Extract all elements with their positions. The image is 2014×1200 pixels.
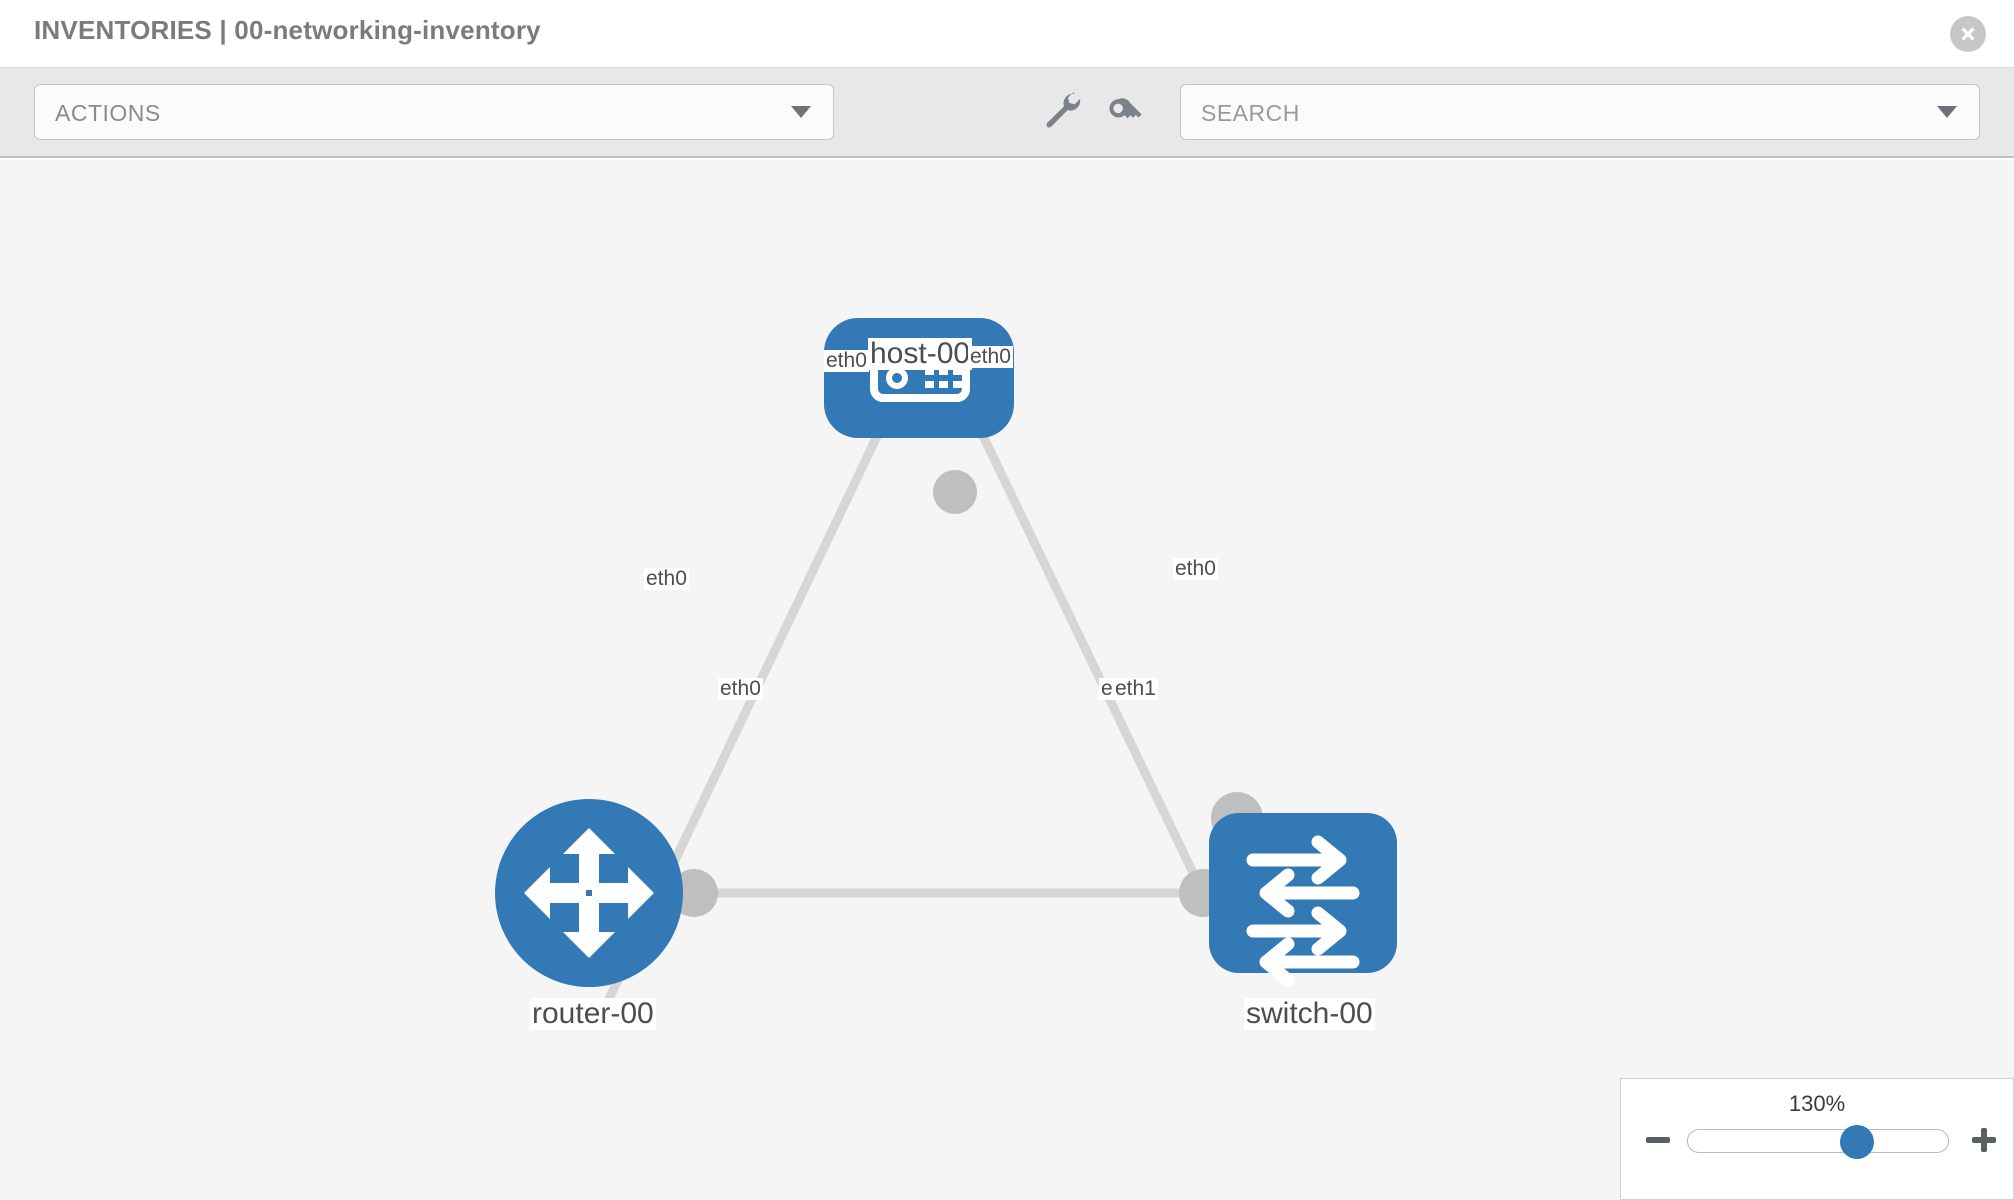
node-switch-00[interactable]	[1209, 813, 1397, 987]
close-button[interactable]	[1950, 16, 1986, 52]
router-icon	[524, 828, 654, 958]
connector-nub-host-right[interactable]	[933, 470, 977, 514]
topology-canvas[interactable]: eth0 host-00 eth0 eth0 eth0 router-00 et…	[0, 160, 2014, 1200]
zoom-in-button[interactable]	[1969, 1125, 1999, 1155]
minus-icon	[1646, 1137, 1670, 1143]
zoom-slider-thumb[interactable]	[1840, 1125, 1874, 1159]
link-host-switch[interactable]	[955, 386, 1240, 962]
switch-icon	[1246, 835, 1360, 987]
zoom-slider[interactable]	[1687, 1125, 1949, 1159]
node-label-switch-00: switch-00	[1244, 997, 1375, 1030]
wrench-icon[interactable]	[1042, 90, 1086, 134]
server-icon	[870, 354, 970, 402]
zoom-percent-label: 130%	[1788, 1091, 1846, 1116]
edge-label-host-right: eth0	[968, 345, 1013, 369]
plus-icon	[1972, 1128, 1996, 1152]
node-router-00[interactable]	[495, 799, 683, 987]
close-icon	[1961, 27, 1975, 41]
zoom-out-button[interactable]	[1643, 1125, 1673, 1155]
chevron-down-icon	[791, 106, 811, 118]
actions-dropdown-label: ACTIONS	[55, 100, 161, 126]
zoom-control-panel: 130%	[1620, 1078, 2014, 1200]
page-title: INVENTORIES | 00-networking-inventory	[34, 15, 541, 45]
edge-label-router-right: eth0	[718, 677, 763, 701]
edge-label-host-left: eth0	[824, 349, 869, 373]
node-host-00[interactable]	[824, 318, 1014, 438]
edge-label-switch-left-b: eth1	[1113, 677, 1158, 701]
chevron-down-icon	[1937, 106, 1957, 118]
page-header: INVENTORIES | 00-networking-inventory	[0, 0, 2014, 68]
edge-label-router-up: eth0	[644, 567, 689, 591]
search-placeholder: SEARCH	[1201, 100, 1300, 126]
edge-label-switch-up: eth0	[1173, 557, 1218, 581]
actions-dropdown[interactable]: ACTIONS	[34, 84, 834, 140]
key-icon[interactable]	[1102, 90, 1146, 134]
node-label-router-00: router-00	[530, 997, 656, 1030]
toolbar: ACTIONS SEARCH	[0, 68, 2014, 158]
node-label-host-00: host-00	[868, 337, 973, 370]
search-input[interactable]: SEARCH	[1180, 84, 1980, 140]
topology-graph	[495, 318, 1397, 1007]
